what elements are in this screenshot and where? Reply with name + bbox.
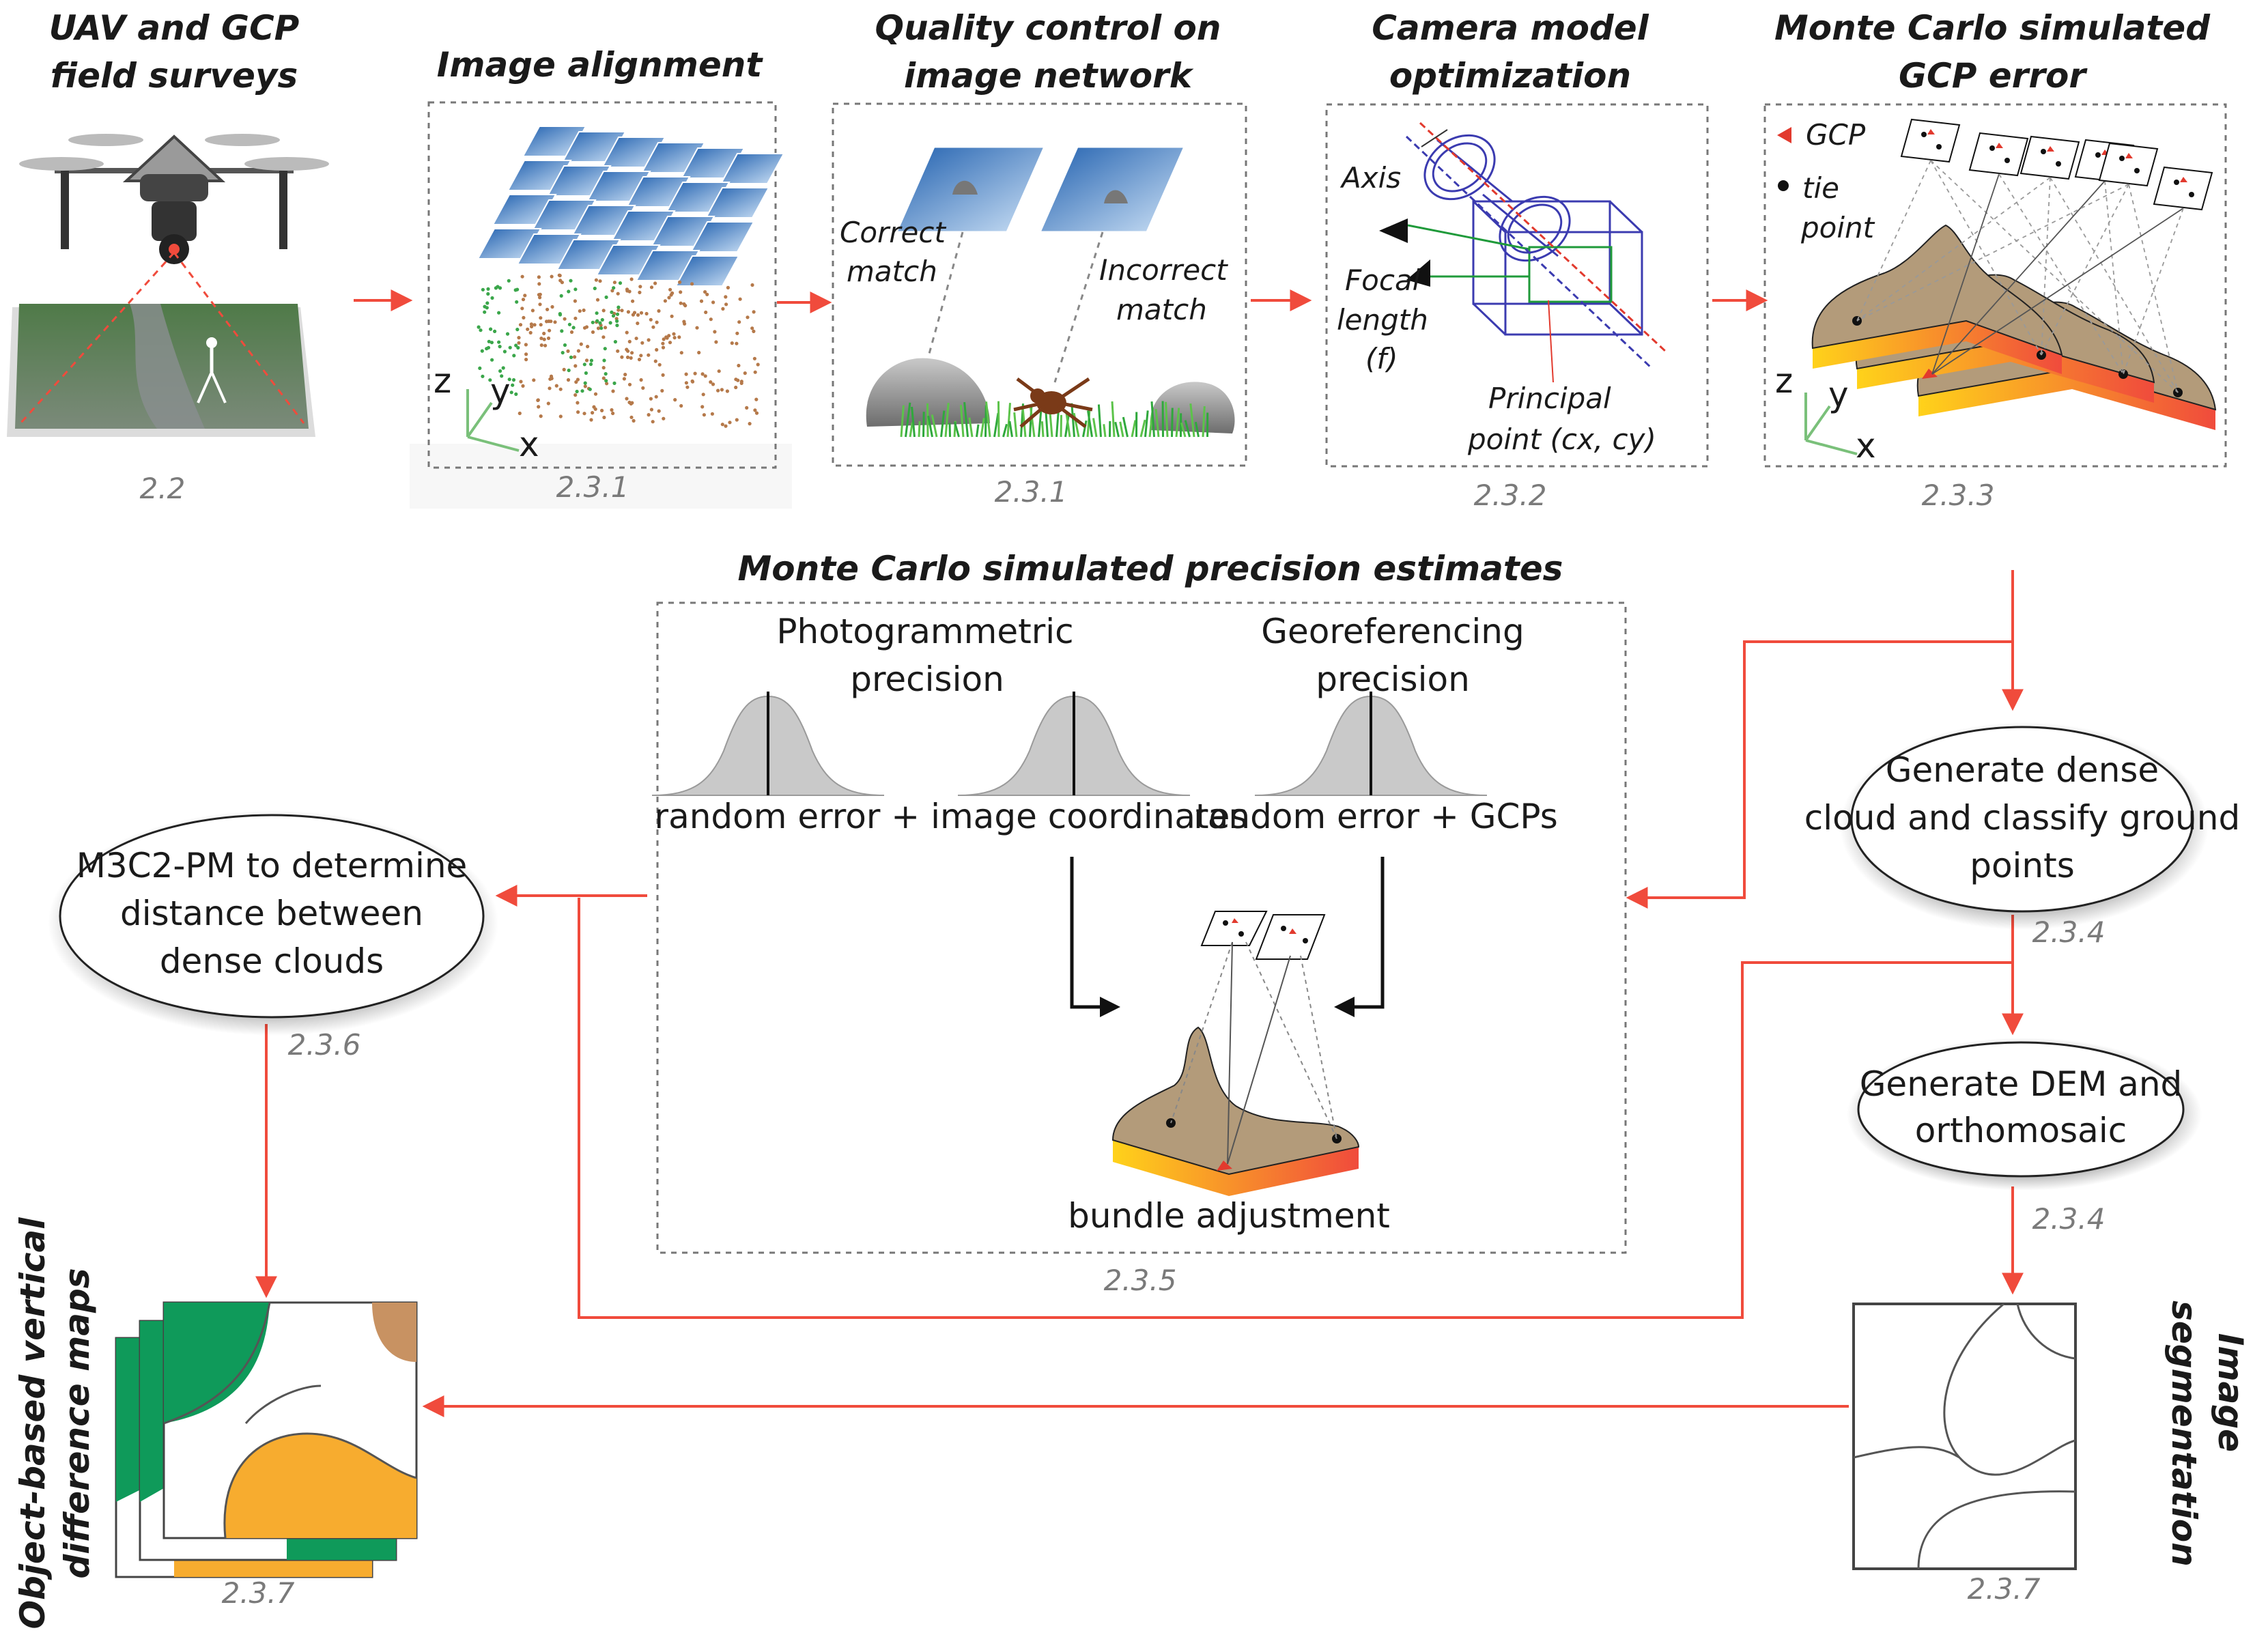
- stage-precision-estimates: Monte Carlo simulated precision estimate…: [651, 549, 1627, 1297]
- photo-precision-line2: precision: [850, 659, 1004, 699]
- mc-axis-x: x: [1856, 426, 1876, 466]
- stage-image-alignment: Image alignment z y x 2.3.1: [410, 45, 792, 509]
- focal-length-line2: length: [1337, 303, 1428, 337]
- photo-right: [1038, 145, 1187, 233]
- m3c2-line3: dense clouds: [160, 941, 384, 981]
- qc-title-line2: image network: [904, 56, 1194, 96]
- dense-line2: cloud and classify ground: [1804, 798, 2240, 838]
- step-m3c2-pm: M3C2-PM to determine distance between de…: [48, 810, 498, 1062]
- focal-length-line1: Focal: [1345, 264, 1421, 297]
- mc-axis-z: z: [1775, 361, 1793, 401]
- camera-title-line2: optimization: [1389, 56, 1631, 96]
- uav-ref: 2.2: [140, 472, 186, 505]
- tie-legend-line2: point: [1800, 211, 1875, 244]
- stage-image-segmentation: Image segmentation 2.3.7: [1852, 1300, 2250, 1606]
- gcp-marker-icon: [1777, 127, 1791, 143]
- alignment-title: Image alignment: [437, 45, 764, 85]
- incorrect-match-line1: Incorrect: [1099, 253, 1228, 287]
- alignment-ref: 2.3.1: [556, 470, 629, 504]
- camera-title-line1: Camera model: [1372, 8, 1649, 48]
- precision-ref: 2.3.5: [1104, 1264, 1177, 1297]
- segmentation-ref: 2.3.7: [1968, 1572, 2041, 1606]
- arrow-geo-to-bundle: [1334, 857, 1385, 1017]
- qc-title-line1: Quality control on: [875, 8, 1221, 48]
- stage-mc-gcp-error: Monte Carlo simulated GCP error GCP tie …: [1763, 8, 2227, 512]
- mc-ref: 2.3.3: [1922, 479, 1995, 512]
- spider-icon: [1013, 377, 1093, 428]
- tie-legend-line1: tie: [1802, 171, 1839, 205]
- correct-match-line2: match: [847, 255, 937, 288]
- bundle-adjustment-label: bundle adjustment: [1068, 1196, 1390, 1236]
- mc-title-line1: Monte Carlo simulated: [1774, 8, 2211, 48]
- dense-line1: Generate dense: [1886, 750, 2159, 790]
- bundle-terrain: [1111, 911, 1360, 1196]
- difference-maps-title-line2: difference maps: [57, 1268, 97, 1579]
- bell-curve-icon: [651, 690, 885, 797]
- mc-axis-y: y: [1828, 375, 1849, 414]
- camera-frames: [1856, 118, 2213, 393]
- point-cloud: [477, 273, 760, 428]
- flow-connectors: [255, 570, 2024, 1417]
- precision-title: Monte Carlo simulated precision estimate…: [738, 549, 1563, 588]
- drone-icon: [19, 134, 329, 264]
- principal-point-line1: Principal: [1488, 382, 1611, 415]
- axis-z-label: z: [434, 361, 451, 401]
- segmentation-title-line1: Image: [2211, 1333, 2250, 1452]
- principal-point-line2: point (cx, cy): [1467, 423, 1656, 456]
- axes-icon: [466, 389, 520, 452]
- camera-model-icon: [1423, 134, 1643, 336]
- correct-match-line1: Correct: [840, 216, 946, 249]
- dem-ref: 2.3.4: [2032, 1202, 2106, 1236]
- rock-left: [866, 358, 990, 427]
- geo-equation: random error + GCPs: [1193, 797, 1558, 836]
- geo-precision-line1: Georeferencing: [1261, 612, 1524, 651]
- segmentation-title-line2: segmentation: [2164, 1300, 2204, 1567]
- difference-maps-ref: 2.3.7: [222, 1576, 295, 1610]
- geo-precision-line2: precision: [1316, 659, 1470, 699]
- precision-box: [656, 601, 1627, 1254]
- axes-icon: [1804, 393, 1858, 455]
- focal-length-line3: (f): [1365, 342, 1398, 375]
- difference-maps-title-line1: Object-based vertical: [13, 1217, 53, 1630]
- map-layer-front: [162, 1301, 418, 1539]
- axis-y-label: y: [490, 371, 511, 411]
- incorrect-match-line2: match: [1116, 293, 1207, 326]
- mc-box: [1763, 103, 2227, 468]
- bell-curve-icon: [1253, 690, 1488, 797]
- step-generate-dense-cloud: Generate dense cloud and classify ground…: [1804, 722, 2240, 949]
- step-generate-dem: Generate DEM and orthomosaic 2.3.4: [1847, 1038, 2202, 1236]
- tie-point-icon: [1778, 180, 1789, 191]
- camera-ref: 2.3.2: [1474, 479, 1547, 512]
- qc-ref: 2.3.1: [995, 475, 1068, 509]
- uav-title-line1: UAV and GCP: [49, 8, 300, 48]
- axis-x-label: x: [519, 425, 539, 464]
- photo-equation: random error + image coordinates: [655, 797, 1248, 836]
- gcp-legend-label: GCP: [1806, 118, 1866, 152]
- stage-uav-survey: UAV and GCP field surveys: [7, 8, 329, 505]
- stage-camera-optimization: Camera model optimization Axis Focal len: [1325, 8, 1709, 512]
- m3c2-ref: 2.3.6: [288, 1028, 361, 1062]
- camera-box: [1325, 103, 1709, 468]
- mc-title-line2: GCP error: [1899, 56, 2088, 96]
- dense-line3: points: [1970, 846, 2075, 885]
- terrain-stack: [1811, 224, 2217, 430]
- qc-box: [832, 102, 1247, 467]
- alignment-box: [427, 101, 777, 469]
- bell-curve-icon: [956, 690, 1191, 797]
- axis-label: Axis: [1339, 161, 1401, 195]
- arrow-photo-to-bundle: [1070, 857, 1120, 1017]
- photo-grid: [477, 126, 785, 287]
- dense-ref: 2.3.4: [2032, 915, 2106, 949]
- photo-precision-line1: Photogrammetric: [776, 612, 1073, 651]
- dem-line2: orthomosaic: [1915, 1111, 2127, 1150]
- m3c2-line1: M3C2-PM to determine: [76, 846, 468, 885]
- field-photo: [7, 304, 315, 437]
- dem-line1: Generate DEM and: [1860, 1064, 2183, 1104]
- stage-quality-control: Quality control on image network Correct…: [832, 8, 1247, 509]
- m3c2-line2: distance between: [120, 894, 423, 933]
- stage-difference-maps: Object-based vertical difference maps 2.…: [13, 1217, 418, 1630]
- uav-title-line2: field surveys: [51, 56, 298, 96]
